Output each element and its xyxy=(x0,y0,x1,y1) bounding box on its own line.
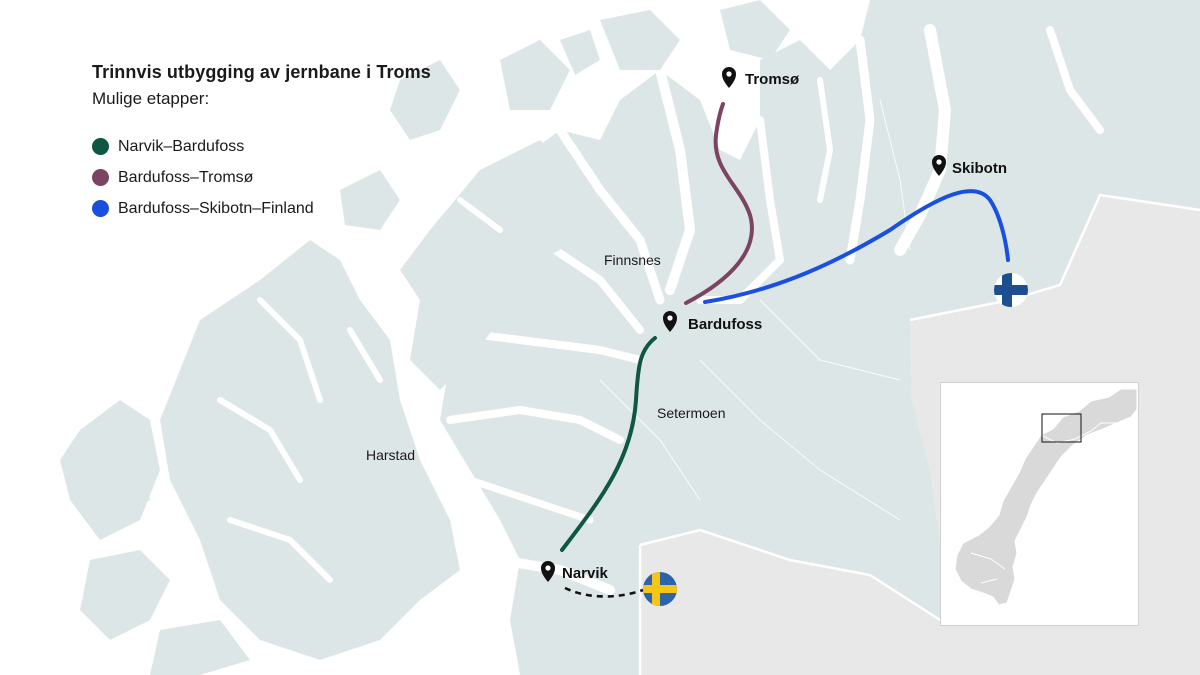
sweden-flag-icon xyxy=(643,572,677,606)
legend-list: Narvik–Bardufoss Bardufoss–Tromsø Barduf… xyxy=(92,131,431,224)
map-pin-icon xyxy=(932,155,946,176)
legend-dot-green xyxy=(92,138,109,155)
map-title: Trinnvis utbygging av jernbane i Troms xyxy=(92,62,431,82)
label-finnsnes: Finnsnes xyxy=(604,252,661,268)
map-pin-icon xyxy=(663,311,677,332)
label-tromso: Tromsø xyxy=(745,71,800,88)
map-pin-icon xyxy=(722,67,736,88)
label-skibotn: Skibotn xyxy=(952,160,1007,177)
route-bardufoss-finland xyxy=(703,189,1010,304)
finland-flag-icon xyxy=(994,273,1028,307)
municipal-borders xyxy=(599,99,911,521)
label-bardufoss: Bardufoss xyxy=(688,316,762,333)
legend-dot-blue xyxy=(92,200,109,217)
islands xyxy=(60,0,790,675)
overview-highlight-box xyxy=(1041,413,1082,443)
legend-label: Bardufoss–Tromsø xyxy=(118,168,254,186)
overview-inset xyxy=(940,382,1139,626)
map-subtitle: Mulige etapper: xyxy=(92,89,210,108)
legend-item: Bardufoss–Skibotn–Finland xyxy=(92,193,431,224)
norway-overview-map xyxy=(941,383,1138,625)
route-bardufoss-tromso xyxy=(684,102,754,305)
label-narvik: Narvik xyxy=(562,565,609,582)
legend: Trinnvis utbygging av jernbane i Troms M… xyxy=(92,62,431,224)
legend-label: Bardufoss–Skibotn–Finland xyxy=(118,199,314,217)
legend-item: Bardufoss–Tromsø xyxy=(92,162,431,193)
label-harstad: Harstad xyxy=(366,447,415,463)
map-pin-icon xyxy=(541,561,555,582)
route-narvik-bardufoss xyxy=(560,336,657,552)
island-inlets xyxy=(217,197,503,583)
label-setermoen: Setermoen xyxy=(657,405,725,421)
legend-item: Narvik–Bardufoss xyxy=(92,131,431,162)
borders xyxy=(638,193,1200,675)
legend-label: Narvik–Bardufoss xyxy=(118,137,245,155)
legend-dot-purple xyxy=(92,169,109,186)
